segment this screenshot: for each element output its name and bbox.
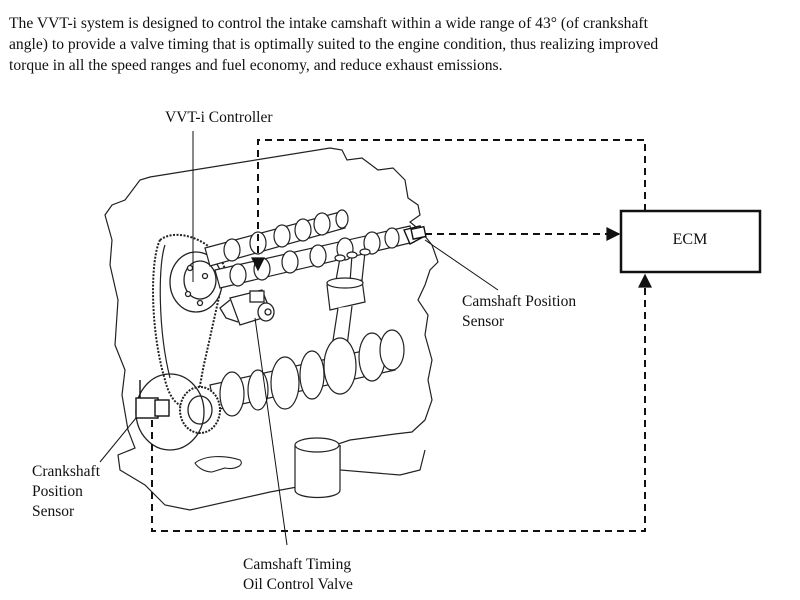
engine-block-outline — [104, 147, 439, 511]
label-camshaft-position-sensor-line-1: Camshaft Position — [462, 293, 577, 310]
vvti-controller-sprocket — [169, 251, 223, 313]
ecm-label: ECM — [672, 231, 708, 248]
signal-lines — [151, 139, 652, 532]
crankshaft — [209, 329, 405, 417]
label-oil-control-valve: Camshaft Timing Oil Control Valve — [243, 555, 353, 595]
label-vvti-controller-text: VVT-i Controller — [165, 109, 273, 126]
intro-line-1: The VVT-i system is designed to control … — [9, 15, 648, 32]
ecm-to-ocv-signal — [251, 139, 646, 272]
bracket — [194, 456, 242, 473]
intro-line-3: torque in all the speed ranges and fuel … — [9, 57, 503, 74]
label-crankshaft-line-3: Sensor — [32, 503, 75, 520]
camshaft-position-sensor — [403, 225, 427, 245]
oil-filter — [294, 437, 341, 499]
crankshaft-sensor-signal — [151, 273, 652, 532]
leader-crankshaft-sensor — [99, 417, 137, 463]
label-camshaft-position-sensor: Camshaft Position Sensor — [462, 292, 576, 332]
leader-ocv — [254, 317, 288, 546]
leader-lines — [99, 131, 499, 546]
label-ocv-line-2: Oil Control Valve — [243, 576, 353, 593]
label-crankshaft-line-1: Crankshaft — [32, 463, 101, 480]
label-crankshaft-position-sensor: Crankshaft Position Sensor — [32, 462, 100, 522]
crankshaft-position-sensor — [135, 380, 170, 419]
ecm-box — [619, 209, 762, 274]
label-camshaft-position-sensor-line-2: Sensor — [462, 313, 505, 330]
crank-sprocket — [135, 373, 221, 451]
label-crankshaft-line-2: Position — [32, 483, 83, 500]
leader-camshaft-sensor — [424, 239, 499, 291]
intro-line-2: angle) to provide a valve timing that is… — [9, 36, 659, 53]
oil-control-valve — [219, 289, 275, 326]
intro-paragraph: The VVT-i system is designed to control … — [9, 13, 794, 76]
label-ocv-line-1: Camshaft Timing — [243, 556, 352, 573]
intake-camshaft — [204, 209, 349, 267]
label-vvti-controller: VVT-i Controller — [165, 108, 273, 128]
